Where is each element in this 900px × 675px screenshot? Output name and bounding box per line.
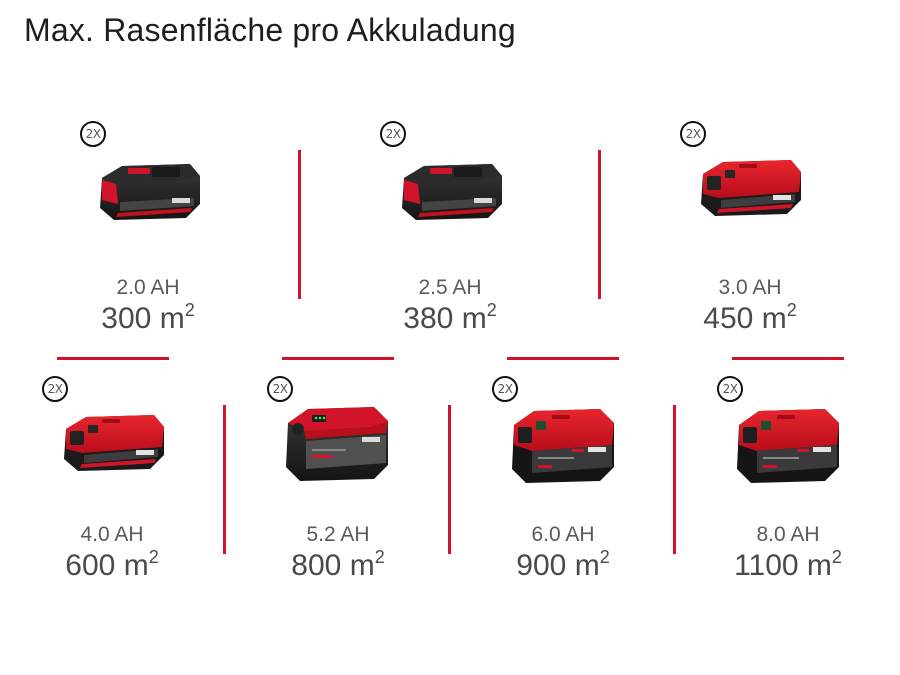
battery-card: 2X 5.2 AH 800 m2	[238, 365, 438, 595]
area-unit: m	[123, 549, 149, 582]
area-number: 600	[65, 549, 116, 582]
divider-horizontal	[507, 357, 619, 360]
battery-image-icon	[396, 156, 506, 226]
area-unit-exponent: 2	[184, 300, 195, 320]
capacity-label: 8.0 AH	[756, 523, 820, 546]
area-value: 900 m2	[463, 547, 663, 583]
area-unit-exponent: 2	[486, 300, 497, 320]
area-unit-exponent: 2	[786, 300, 797, 320]
area-unit: m	[574, 549, 600, 582]
quantity-badge: 2X	[717, 376, 743, 402]
battery-image-icon	[732, 405, 844, 485]
battery-card: 2X 2.5 AH 380 m2	[350, 110, 550, 340]
battery-image-icon	[281, 403, 393, 483]
area-number: 900	[516, 549, 567, 582]
quantity-badge: 2X	[267, 376, 293, 402]
area-value: 300 m2	[48, 300, 248, 336]
area-unit-exponent: 2	[374, 547, 385, 567]
area-value: 800 m2	[238, 547, 438, 583]
capacity-label: 5.2 AH	[306, 523, 370, 546]
capacity-label: 2.5 AH	[418, 276, 482, 299]
area-value: 1100 m2	[688, 547, 888, 583]
battery-image-icon	[58, 407, 168, 477]
quantity-badge: 2X	[80, 121, 106, 147]
area-number: 380	[403, 302, 454, 335]
area-unit: m	[806, 549, 832, 582]
battery-image-icon	[507, 405, 619, 485]
quantity-badge: 2X	[492, 376, 518, 402]
area-number: 1100	[734, 549, 799, 582]
divider-vertical	[223, 405, 226, 554]
quantity-badge: 2X	[680, 121, 706, 147]
divider-vertical	[298, 150, 301, 299]
quantity-badge: 2X	[380, 121, 406, 147]
capacity-label: 2.0 AH	[116, 276, 180, 299]
area-unit: m	[461, 302, 487, 335]
divider-horizontal	[282, 357, 394, 360]
area-unit-exponent: 2	[599, 547, 610, 567]
area-value: 600 m2	[12, 547, 212, 583]
battery-image-icon	[695, 152, 805, 222]
divider-vertical	[598, 150, 601, 299]
divider-horizontal	[57, 357, 169, 360]
page-title: Max. Rasenfläche pro Akkuladung	[24, 12, 516, 48]
battery-card: 2X 6.0 AH 900 m2	[463, 365, 663, 595]
battery-image-icon	[94, 156, 204, 226]
battery-card: 2X 2.0 AH 300 m2	[48, 110, 248, 340]
area-number: 800	[291, 549, 342, 582]
area-unit: m	[159, 302, 185, 335]
divider-horizontal	[732, 357, 844, 360]
battery-card: 2X 8.0 AH 1100 m2	[688, 365, 888, 595]
area-number: 300	[101, 302, 152, 335]
capacity-label: 3.0 AH	[718, 276, 782, 299]
area-value: 450 m2	[650, 300, 850, 336]
divider-vertical	[673, 405, 676, 554]
quantity-badge: 2X	[42, 376, 68, 402]
capacity-label: 4.0 AH	[80, 523, 144, 546]
battery-card: 2X 4.0 AH 600 m2	[12, 365, 212, 595]
battery-card: 2X 3.0 AH 450 m2	[650, 110, 850, 340]
area-unit: m	[349, 549, 375, 582]
area-unit-exponent: 2	[831, 547, 842, 567]
area-value: 380 m2	[350, 300, 550, 336]
area-number: 450	[703, 302, 754, 335]
capacity-label: 6.0 AH	[531, 523, 595, 546]
area-unit-exponent: 2	[148, 547, 159, 567]
area-unit: m	[761, 302, 787, 335]
divider-vertical	[448, 405, 451, 554]
